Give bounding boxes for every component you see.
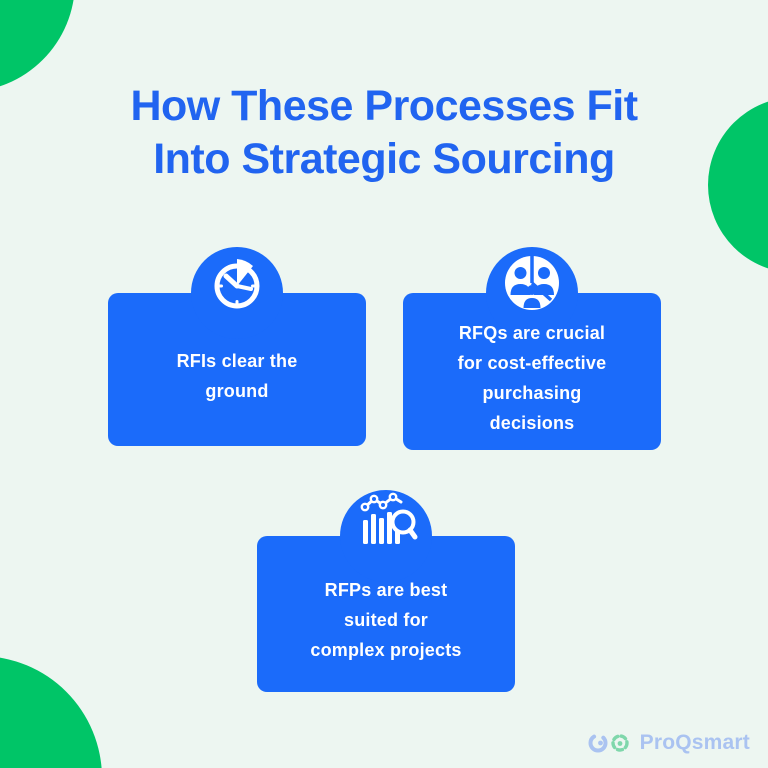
green-blob-top-left [0, 0, 75, 92]
card-rfi: RFIs clear the ground [108, 259, 366, 446]
card-rfq-line-2: for cost-effective [457, 352, 607, 373]
card-rfp-line-3: complex projects [310, 640, 462, 660]
brand-logo: ProQsmart [587, 730, 750, 756]
card-rfp-line-1: RFPs are best [324, 580, 448, 600]
card-rfq-text: RFQs are crucial for cost-effective purc… [458, 306, 607, 438]
card-rfp-text: RFPs are best suited for complex project… [310, 563, 461, 665]
card-rfq: RFQs are crucial for cost-effective purc… [403, 256, 661, 450]
logo-mark-icon [588, 733, 629, 753]
title-line-2: Into Strategic Sourcing [153, 135, 615, 183]
card-rfi-line-2: ground [205, 380, 269, 401]
people-group-icon [505, 256, 559, 310]
card-rfq-line-3: purchasing [482, 382, 582, 403]
card-rfp: RFPs are best suited for complex project… [257, 492, 515, 692]
card-rfp-line-2: suited for [343, 610, 428, 630]
card-rfi-line-1: RFIs clear the [176, 350, 298, 371]
card-rfi-text: RFIs clear the ground [177, 334, 298, 406]
title-line-1: How These Processes Fit [130, 82, 638, 130]
clock-icon [214, 259, 260, 309]
page-title: How These Processes Fit Into Strategic S… [0, 80, 768, 186]
bar-chart-magnifier-icon [360, 492, 418, 544]
card-rfq-line-4: decisions [489, 412, 575, 433]
green-blob-bottom-left [0, 656, 102, 768]
logo-text: ProQsmart [639, 731, 750, 754]
card-rfq-line-1: RFQs are crucial [458, 322, 606, 343]
